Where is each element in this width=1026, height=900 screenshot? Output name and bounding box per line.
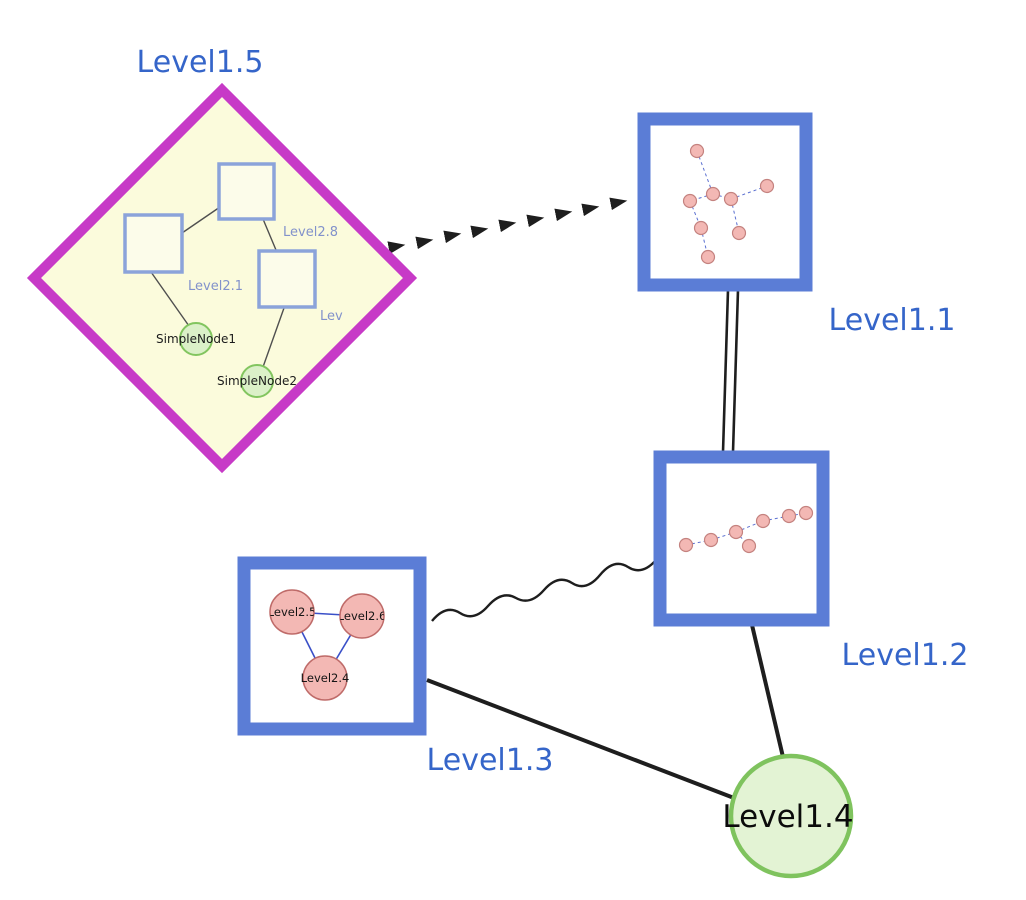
node-label-simplenode1: SimpleNode1: [156, 332, 236, 346]
level12-mini-node[interactable]: [728, 524, 744, 540]
edge-level11-level12-double[interactable]: [721, 289, 740, 453]
node-label-level15: Level1.5: [137, 45, 264, 80]
node-level28[interactable]: [217, 162, 276, 221]
level11-mini-node[interactable]: [693, 220, 709, 236]
node-label-level28: Level2.8: [283, 225, 338, 240]
double-edge-line-2[interactable]: [731, 289, 740, 453]
edge-level15-level11-dashed-arrow[interactable]: [387, 192, 656, 254]
node-label-level14: Level1.4: [722, 799, 853, 835]
level11-mini-node[interactable]: [723, 191, 739, 207]
node-level11-group: Level1.1: [637, 112, 956, 338]
level12-mini-node[interactable]: [798, 505, 814, 521]
node-simplenode1[interactable]: [179, 322, 213, 356]
level11-mini-node[interactable]: [759, 178, 775, 194]
edges-layer: [387, 192, 785, 800]
node-label-simplenode2: SimpleNode2: [217, 374, 297, 388]
level11-mini-node[interactable]: [731, 225, 747, 241]
node-label-level21: Level2.1: [188, 279, 243, 294]
node-label-level24: Level2.4: [301, 671, 350, 685]
level11-mini-node[interactable]: [689, 143, 705, 159]
node-simplenode2[interactable]: [240, 364, 274, 398]
node-label-level11: Level1.1: [829, 303, 956, 338]
level12-mini-node[interactable]: [755, 513, 771, 529]
inner-edge-lev-simplenode2[interactable]: [262, 307, 285, 368]
level11-mini-node[interactable]: [700, 249, 716, 265]
node-level21[interactable]: [123, 213, 184, 274]
node-lev[interactable]: [257, 249, 317, 309]
node-level15-group: Level1.5 Level2.8 Level2.1 Lev SimpleNod…: [26, 45, 418, 474]
level15-inner-edges: [150, 206, 285, 368]
node-label-lev: Lev: [320, 309, 343, 324]
edge-level12-level14[interactable]: [750, 624, 785, 758]
level12-mini-edges: [685, 512, 807, 547]
edge-level13-level12-wavy[interactable]: [431, 559, 657, 622]
level11-mini-node[interactable]: [705, 186, 721, 202]
node-level12-group: Level1.2: [653, 450, 969, 673]
node-level15-diamond[interactable]: [26, 82, 418, 474]
node-level25[interactable]: [269, 589, 315, 635]
inner-edge-level28-lev[interactable]: [262, 218, 277, 251]
node-label-level25: Level2.5: [268, 605, 317, 619]
node-level13-group: Level2.5 Level2.6 Level2.4 Level1.3: [237, 556, 554, 778]
node-level24[interactable]: [302, 655, 348, 701]
edge-level13-level14[interactable]: [426, 678, 735, 800]
inner-edge-level21-simplenode1[interactable]: [150, 271, 190, 327]
node-level14-circle[interactable]: [728, 753, 854, 879]
node-label-level13: Level1.3: [427, 743, 554, 778]
level11-mini-edges: [689, 150, 768, 258]
level12-mini-node[interactable]: [703, 532, 719, 548]
node-level13-box[interactable]: [237, 556, 427, 736]
inner-edge-level21-level28[interactable]: [181, 206, 221, 234]
double-edge-line-1[interactable]: [721, 289, 730, 453]
node-level14-group: Level1.4: [722, 753, 854, 879]
level12-mini-node[interactable]: [781, 508, 797, 524]
level11-mini-node[interactable]: [682, 193, 698, 209]
node-label-level12: Level1.2: [842, 638, 969, 673]
node-level26[interactable]: [339, 593, 385, 639]
node-label-level26: Level2.6: [338, 609, 387, 623]
level12-mini-node[interactable]: [678, 537, 694, 553]
level12-mini-node[interactable]: [741, 538, 757, 554]
